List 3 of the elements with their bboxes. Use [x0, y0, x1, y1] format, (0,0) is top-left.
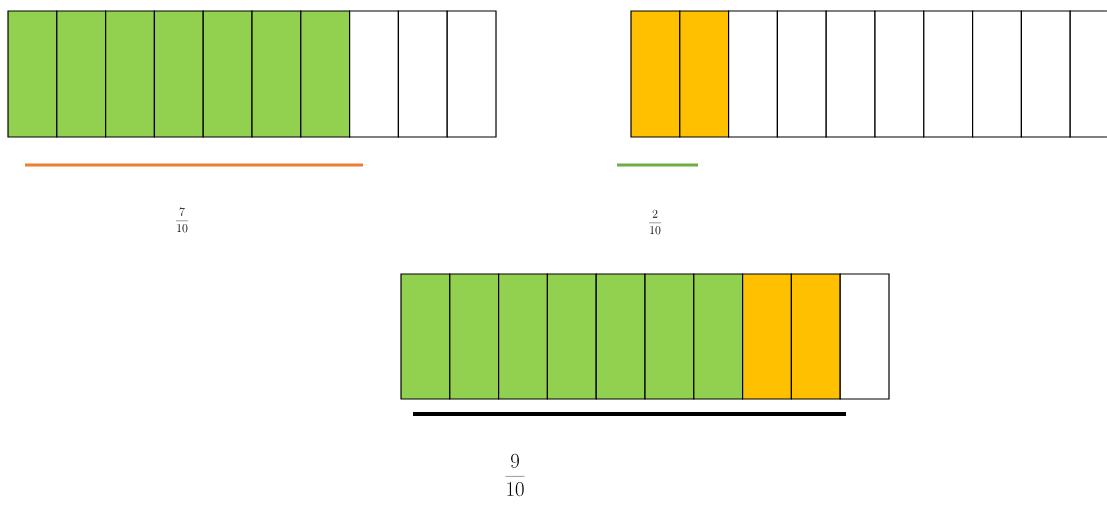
fraction-label: $\frac{7}{10}$ — [176, 207, 188, 233]
fraction-label: $\frac{9}{10}$ — [505, 453, 525, 497]
fraction-label: $\frac{2}{10}$ — [649, 209, 661, 235]
